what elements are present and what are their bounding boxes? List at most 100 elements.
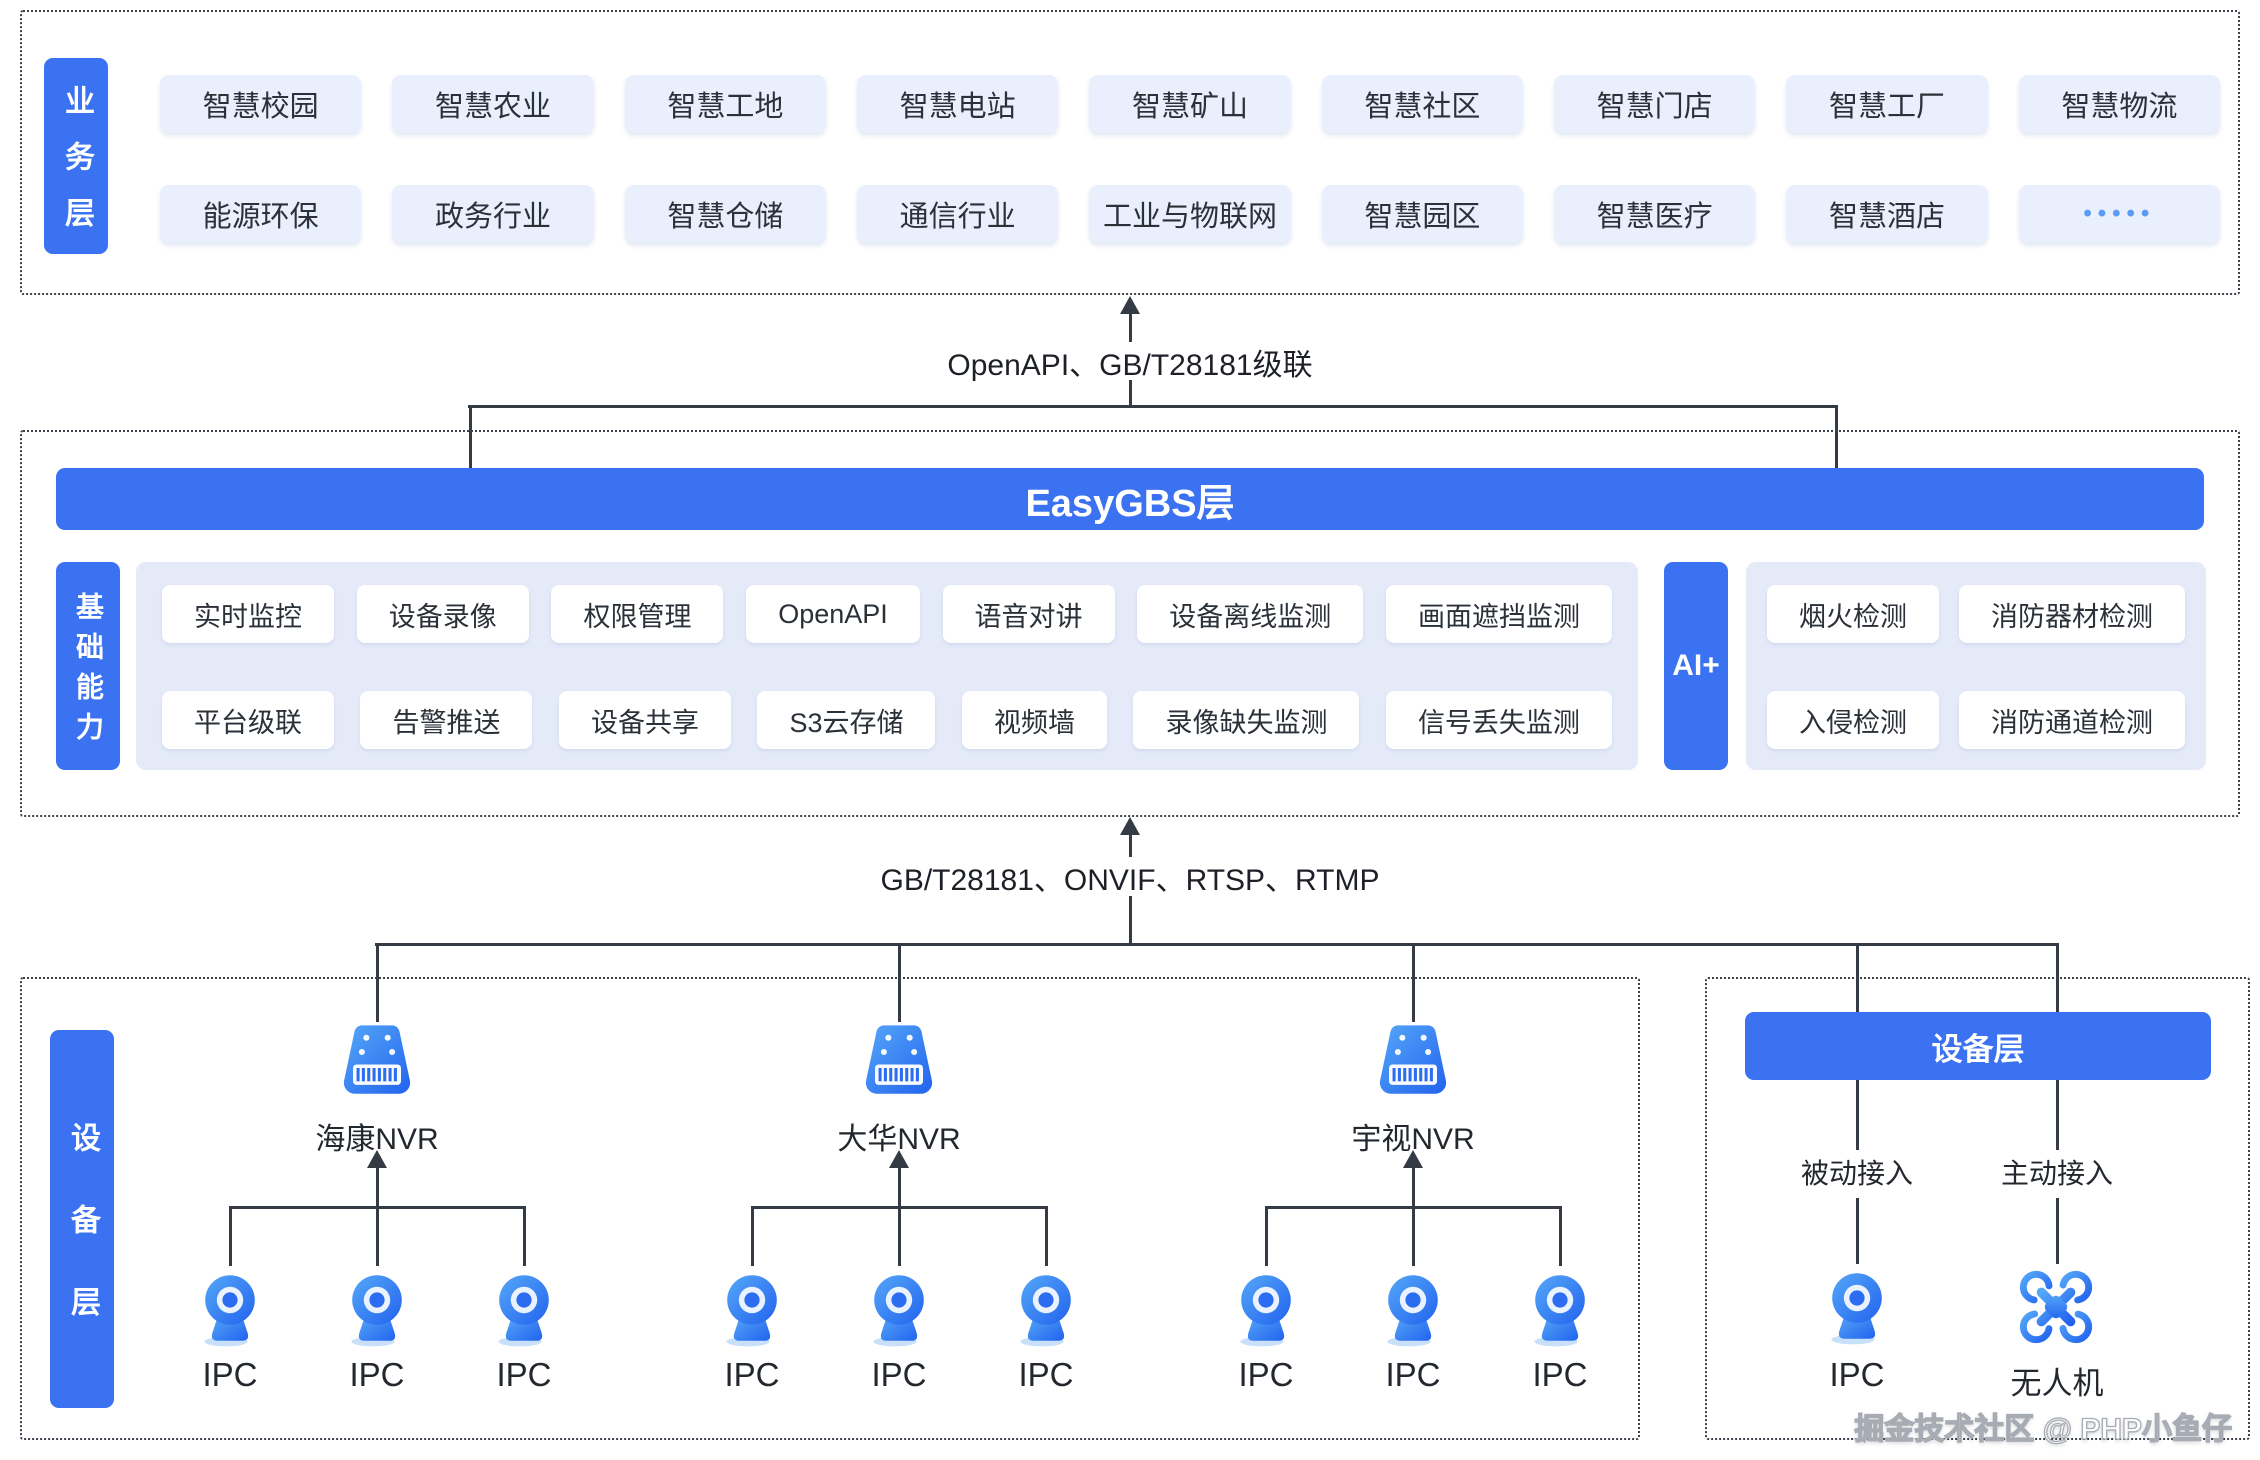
business-item: 智慧社区	[1321, 75, 1523, 133]
connector-line	[897, 943, 901, 1022]
ai-row-2: 入侵检测消防通道检测	[1767, 691, 2185, 749]
capability-item: 设备共享	[558, 691, 731, 749]
nvr-icon	[1367, 1020, 1459, 1100]
ai-capability-item: 消防通道检测	[1959, 691, 2185, 749]
easygbs-title-bar: EasyGBS层	[56, 468, 2204, 530]
connector-line	[2055, 1198, 2059, 1264]
connector-line	[2055, 1080, 2059, 1150]
business-item: 智慧物流	[2018, 75, 2220, 133]
ipc-camera-icon	[484, 1264, 564, 1352]
business-item: 智慧工厂	[1786, 75, 1988, 133]
capability-item: 录像缺失监测	[1133, 691, 1360, 749]
ipc-camera-icon	[1520, 1264, 1600, 1352]
connector-line	[1834, 405, 1838, 470]
ipc-label: IPC	[724, 1356, 780, 1393]
business-item: 智慧校园	[160, 75, 362, 133]
business-item: 智慧园区	[1321, 185, 1523, 243]
ipc-camera-icon	[337, 1264, 417, 1352]
capability-item: S3云存储	[757, 691, 936, 749]
connector-line	[1411, 1206, 1415, 1266]
connector-line	[1411, 943, 1415, 1022]
ai-capability-item: 入侵检测	[1767, 691, 1939, 749]
connector-line	[1411, 1164, 1415, 1208]
connector-line	[1558, 1206, 1562, 1266]
active-access-label: 主动接入	[2000, 1158, 2113, 1189]
easygbs-layer-box	[20, 430, 2240, 817]
connector-line	[1044, 1206, 1048, 1266]
business-row-2: 能源环保政务行业智慧仓储通信行业工业与物联网智慧园区智慧医疗智慧酒店•••••	[160, 185, 2220, 243]
connector-line	[897, 1206, 901, 1266]
business-item: 智慧门店	[1553, 75, 1756, 133]
connector-line	[750, 1206, 754, 1266]
connector-line	[1128, 312, 1132, 342]
top-protocol-label: OpenAPI、GB/T28181级联	[947, 349, 1313, 382]
drone-icon	[2012, 1264, 2100, 1350]
nvr-group-uniview: 宇视NVR IPC IPC IPC	[1233, 1018, 1593, 1418]
connector-line	[228, 1206, 232, 1266]
ipc-label: IPC	[1829, 1356, 1885, 1393]
capability-item: 画面遮挡监测	[1385, 585, 1612, 643]
nvr-group-dahua: 大华NVR IPC IPC IPC	[719, 1018, 1079, 1418]
business-item: 智慧矿山	[1089, 75, 1291, 133]
business-item: 政务行业	[392, 185, 594, 243]
watermark: 掘金技术社区 @ PHP小鱼仔	[1854, 1412, 2233, 1446]
ipc-camera-icon	[859, 1264, 939, 1352]
ipc-camera-icon	[712, 1264, 792, 1352]
ipc-camera-icon	[1006, 1264, 1086, 1352]
ipc-camera-icon	[1817, 1262, 1897, 1350]
ai-capability-item: 烟火检测	[1767, 585, 1939, 643]
connector-line	[1128, 896, 1132, 945]
connector-line	[522, 1206, 526, 1266]
ai-row-1: 烟火检测消防器材检测	[1767, 585, 2185, 643]
business-item: 智慧工地	[624, 75, 826, 133]
business-item: 智慧电站	[856, 75, 1059, 133]
ipc-label: IPC	[871, 1356, 927, 1393]
business-item: •••••	[2018, 185, 2220, 243]
arrow-to-nvr	[889, 1150, 909, 1168]
capability-item: 设备录像	[356, 585, 529, 643]
nvr-icon	[853, 1020, 945, 1100]
business-item: 智慧仓储	[624, 185, 826, 243]
business-item: 工业与物联网	[1089, 185, 1291, 243]
arrow-to-easygbs-layer	[1120, 817, 1140, 835]
passive-access-label: 被动接入	[1800, 1158, 1913, 1189]
arrow-to-business-layer	[1120, 296, 1140, 314]
capability-item: 权限管理	[551, 585, 724, 643]
ipc-camera-icon	[190, 1264, 270, 1352]
device-layer-box	[20, 977, 1640, 1440]
connector-line	[1128, 833, 1132, 857]
capability-item: 语音对讲	[942, 585, 1115, 643]
connector-line	[1264, 1206, 1268, 1266]
connector-line	[375, 1206, 379, 1266]
ai-capability-item: 消防器材检测	[1959, 585, 2185, 643]
bottom-protocol-label: GB/T28181、ONVIF、RTSP、RTMP	[880, 864, 1380, 897]
business-layer-box	[20, 10, 2240, 295]
connector-line	[1855, 1198, 1859, 1264]
connector-line	[468, 405, 472, 470]
connector-line	[375, 943, 2057, 946]
ipc-label: IPC	[1385, 1356, 1441, 1393]
arrow-to-nvr	[1403, 1150, 1423, 1168]
business-item: 能源环保	[160, 185, 362, 243]
connector-line	[1855, 1080, 1859, 1150]
device-layer-tag: 设备层	[50, 1030, 114, 1408]
business-item: 智慧农业	[392, 75, 594, 133]
connector-line	[375, 1164, 379, 1208]
capability-item: 告警推送	[360, 691, 533, 749]
business-item: 通信行业	[856, 185, 1059, 243]
ipc-camera-icon	[1373, 1264, 1453, 1352]
ipc-label: IPC	[1532, 1356, 1588, 1393]
nvr-group-hikvision: 海康NVR IPC IPC IPC	[197, 1018, 557, 1418]
ipc-label: IPC	[1238, 1356, 1294, 1393]
direct-device-title-bar: 设备层	[1745, 1012, 2211, 1080]
connector-line	[468, 405, 1838, 408]
capability-item: 设备离线监测	[1137, 585, 1364, 643]
capability-item: OpenAPI	[746, 585, 920, 643]
ai-plus-tag: AI+	[1664, 562, 1728, 770]
business-item: 智慧酒店	[1786, 185, 1988, 243]
connector-line	[897, 1164, 901, 1208]
ipc-label: IPC	[202, 1356, 258, 1393]
ipc-label: IPC	[1018, 1356, 1074, 1393]
